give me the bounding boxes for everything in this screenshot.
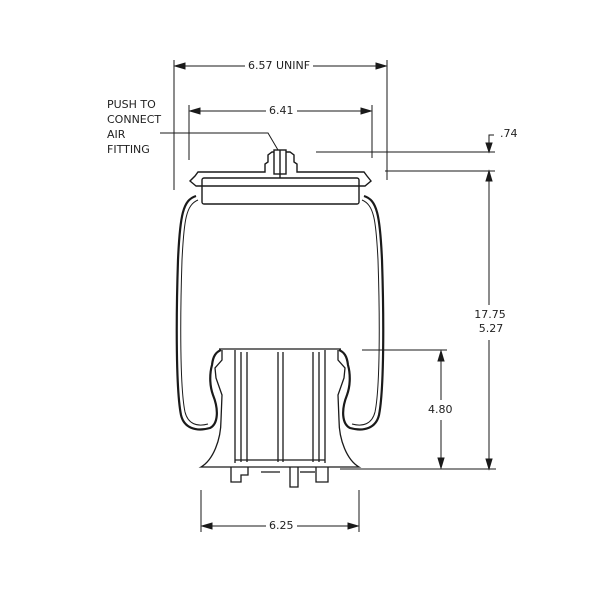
top-plate-width-label: 6.41 xyxy=(266,104,297,117)
callout-line-3: AIR xyxy=(107,128,126,141)
rubber-bellows xyxy=(175,194,385,431)
piston-width-label: 6.25 xyxy=(266,519,297,532)
callout-line-4: FITTING xyxy=(107,143,150,156)
air-fitting-callout: PUSH TO CONNECT AIR FITTING xyxy=(107,97,161,157)
top-offset-label: .74 xyxy=(500,127,518,140)
height-min-label: 5.27 xyxy=(477,322,505,335)
dimension-lines xyxy=(160,60,496,532)
callout-line-2: CONNECT xyxy=(107,113,162,126)
bellows-inner xyxy=(180,199,380,426)
height-max-label: 17.75 xyxy=(474,308,506,321)
top-bead-plate xyxy=(188,149,372,205)
piston xyxy=(198,348,362,488)
overall-width-label: 6.57 UNINF xyxy=(245,59,314,72)
piston-height-label: 4.80 xyxy=(428,403,453,416)
callout-line-1: PUSH TO xyxy=(107,98,156,111)
